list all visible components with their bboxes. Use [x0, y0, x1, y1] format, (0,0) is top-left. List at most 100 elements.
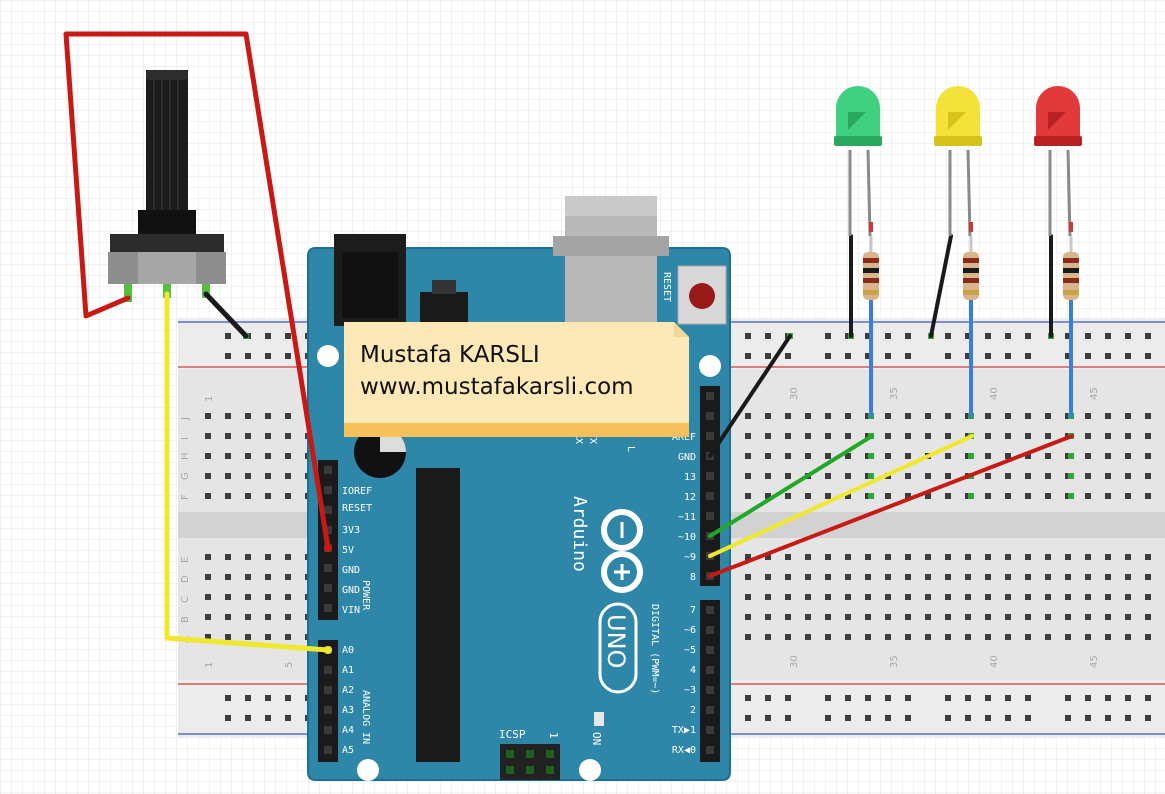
breadboard-hole	[1005, 453, 1011, 459]
rail-hole	[1125, 333, 1131, 339]
icsp-pin	[546, 750, 554, 758]
breadboard-hole	[745, 594, 751, 600]
header-pin[interactable]	[706, 626, 714, 634]
breadboard-hole	[225, 634, 231, 640]
breadboard-hole	[1065, 634, 1071, 640]
header-pin[interactable]	[324, 686, 332, 694]
breadboard-hole	[1145, 634, 1151, 640]
header-pin[interactable]	[706, 432, 714, 440]
breadboard-hole	[785, 453, 791, 459]
rail-hole	[225, 353, 231, 359]
wire-green-pin10[interactable]	[708, 434, 874, 538]
breadboard-hole	[985, 413, 991, 419]
resistor-green[interactable]	[863, 222, 879, 300]
pin-label-0: RX◀0	[672, 745, 696, 756]
header-pin[interactable]	[706, 512, 714, 520]
header-pin[interactable]	[324, 584, 332, 592]
breadboard-hole	[265, 453, 271, 459]
rail-hole	[1025, 353, 1031, 359]
breadboard-hole	[1125, 433, 1131, 439]
wire-red-5v[interactable]	[63, 31, 331, 551]
breadboard-hole	[225, 614, 231, 620]
potentiometer[interactable]	[108, 70, 226, 302]
breadboard-hole	[885, 554, 891, 560]
breadboard-hole	[885, 614, 891, 620]
breadboard-hole	[765, 413, 771, 419]
header-pin[interactable]	[324, 604, 332, 612]
breadboard-hole	[1145, 413, 1151, 419]
rail-hole	[885, 695, 891, 701]
breadboard-hole	[765, 433, 771, 439]
potentiometer-shaft[interactable]	[146, 70, 188, 216]
minus-plus-icon	[614, 522, 630, 580]
header-pin[interactable]	[706, 686, 714, 694]
breadboard-hole	[265, 574, 271, 580]
note-background	[344, 322, 689, 437]
wire-yellow-pin9[interactable]	[708, 434, 974, 558]
breadboard-hole	[1145, 493, 1151, 499]
breadboard-hole	[805, 493, 811, 499]
wire-yellow-a0[interactable]	[164, 291, 331, 653]
led-green[interactable]	[834, 86, 882, 237]
header-pin[interactable]	[706, 646, 714, 654]
arduino-brand-text: Arduino	[569, 496, 590, 572]
breadboard-hole	[285, 453, 291, 459]
header-pin[interactable]	[706, 392, 714, 400]
breadboard-hole	[245, 634, 251, 640]
header-pin[interactable]	[706, 726, 714, 734]
breadboard-hole	[805, 594, 811, 600]
tx-label: TX	[587, 432, 598, 444]
icsp-pin	[526, 750, 534, 758]
rail-hole	[985, 333, 991, 339]
rail-hole	[885, 715, 891, 721]
pin-label-4: 4	[690, 665, 696, 676]
rx-label: RX	[573, 432, 584, 444]
breadboard-hole	[285, 473, 291, 479]
col-number-bottom-40: 40	[989, 655, 1000, 668]
header-pin[interactable]	[324, 666, 332, 674]
breadboard-hole	[925, 493, 931, 499]
wire-black-arduino-gnd[interactable]	[708, 334, 792, 458]
header-pin[interactable]	[324, 526, 332, 534]
wire-red-pin8[interactable]	[708, 434, 1074, 578]
breadboard-hole	[1105, 574, 1111, 580]
breadboard-hole	[965, 574, 971, 580]
header-pin[interactable]	[324, 486, 332, 494]
breadboard-hole	[965, 594, 971, 600]
rail-hole	[845, 695, 851, 701]
breadboard-hole	[925, 594, 931, 600]
wire-black-pot-gnd[interactable]	[203, 291, 249, 339]
header-pin[interactable]	[706, 412, 714, 420]
header-pin[interactable]	[324, 706, 332, 714]
pin-label-1: TX▶1	[672, 725, 696, 736]
header-pin[interactable]	[706, 492, 714, 500]
header-pin[interactable]	[324, 564, 332, 572]
led-anvil	[848, 112, 866, 130]
icsp-pin	[526, 766, 534, 774]
pin-label-a5: A5	[342, 745, 354, 756]
pin-label-ioref: IOREF	[342, 486, 372, 497]
header-pin[interactable]	[706, 606, 714, 614]
breadboard-hole	[845, 594, 851, 600]
header-pin[interactable]	[706, 706, 714, 714]
pin-label-reset: RESET	[342, 503, 372, 514]
reset-button-cap[interactable]	[689, 283, 715, 309]
wire-endpoint	[324, 646, 332, 654]
resistor-yellow[interactable]	[963, 222, 979, 300]
header-pin[interactable]	[324, 746, 332, 754]
breadboard-hole	[1065, 614, 1071, 620]
resistor-red[interactable]	[1063, 222, 1079, 300]
header-pin[interactable]	[324, 506, 332, 514]
header-pin[interactable]	[706, 472, 714, 480]
header-pin[interactable]	[324, 466, 332, 474]
header-pin[interactable]	[706, 746, 714, 754]
wire-black-led-yellow-gnd[interactable]	[929, 234, 953, 338]
breadboard-hole	[1105, 413, 1111, 419]
header-pin[interactable]	[706, 666, 714, 674]
potentiometer-pin-left	[124, 284, 132, 302]
led-red[interactable]	[1034, 86, 1082, 237]
rail-hole	[1065, 333, 1071, 339]
led-yellow[interactable]	[934, 86, 982, 237]
header-pin[interactable]	[324, 726, 332, 734]
breadboard-hole	[225, 433, 231, 439]
